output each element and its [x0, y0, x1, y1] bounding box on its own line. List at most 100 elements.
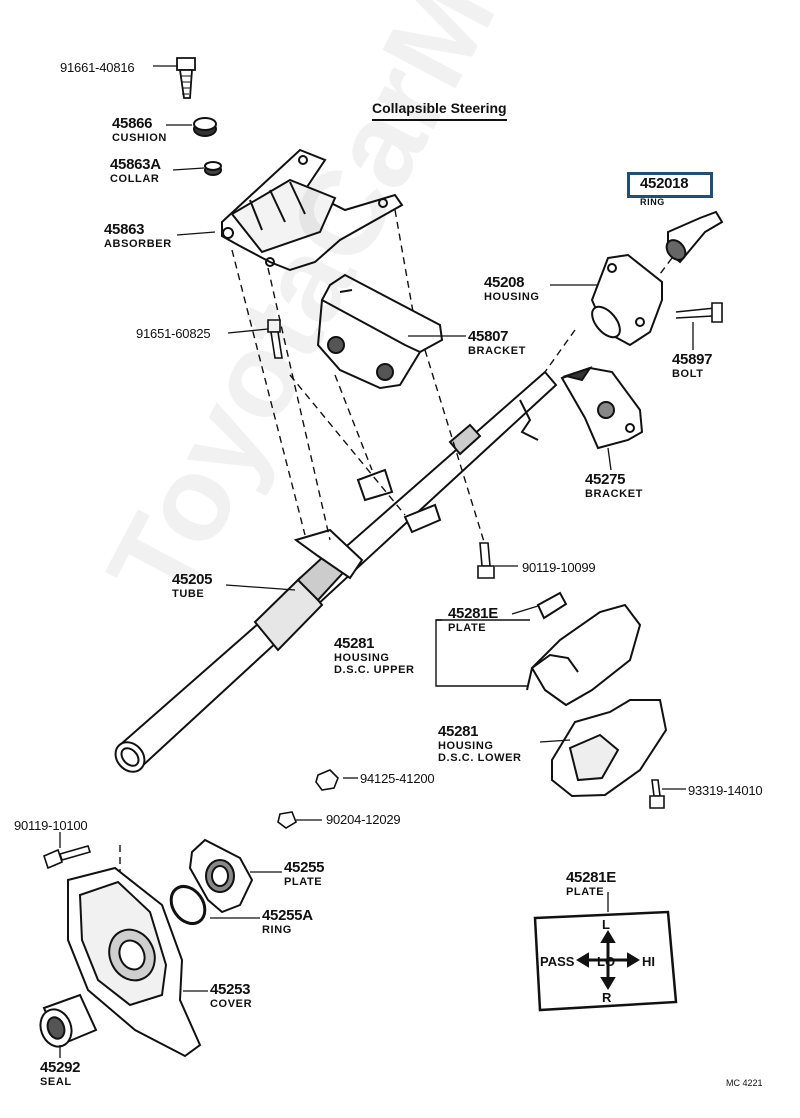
- part-number: 45866: [112, 115, 153, 132]
- plate-mark-center: LO: [597, 954, 616, 969]
- diagram-title: Collapsible Steering: [372, 100, 507, 121]
- part-number: 45253: [210, 981, 251, 998]
- part-name: ABSORBER: [104, 238, 172, 250]
- part-number: 45863: [104, 221, 145, 238]
- ring-45255a: [169, 884, 207, 926]
- part-label-91661-40816[interactable]: 91661-40816: [60, 60, 135, 76]
- plate-mark-left: PASS: [540, 954, 575, 969]
- highlighted-part-label[interactable]: 452018 RING: [640, 175, 689, 207]
- part-number: 90119-10100: [14, 818, 88, 833]
- tube-45205: [114, 370, 558, 773]
- part-name: PLATE: [448, 622, 487, 634]
- cushion-45866: [193, 117, 217, 137]
- part-name: PLATE: [284, 876, 323, 888]
- bolt-90119-10099: [477, 542, 495, 579]
- part-number: 45208: [484, 274, 525, 291]
- nut-90204-12029: [277, 811, 297, 829]
- nut-94125-41200: [315, 769, 339, 791]
- part-label-93319-14010[interactable]: 93319-14010: [688, 783, 763, 799]
- part-label-90204-12029[interactable]: 90204-12029: [326, 812, 401, 828]
- drawing-code: MC 4221: [726, 1078, 763, 1088]
- part-number: 45205: [172, 571, 213, 588]
- plate-mark-top: L: [602, 917, 610, 932]
- part-number: 45807: [468, 328, 509, 345]
- part-label-45255a[interactable]: 45255A RING: [262, 908, 313, 936]
- part-label-90119-10100[interactable]: 90119-10100: [14, 818, 88, 834]
- collar-45863a: [204, 161, 222, 176]
- part-name: BOLT: [672, 368, 704, 380]
- part-name: BRACKET: [468, 345, 526, 357]
- part-name: COVER: [210, 998, 253, 1010]
- part-name: TUBE: [172, 588, 205, 600]
- part-number: 91651-60825: [136, 326, 211, 341]
- bolt-91661-40816: [176, 57, 196, 99]
- part-name: CUSHION: [112, 132, 167, 144]
- part-label-45281e-upper[interactable]: 45281E PLATE: [448, 606, 498, 634]
- part-name: RING: [640, 197, 665, 207]
- housing-dsc-upper: [526, 603, 642, 707]
- bracket-45275: [560, 366, 644, 450]
- part-label-45292[interactable]: 45292 SEAL: [40, 1059, 81, 1088]
- part-label-45807[interactable]: 45807 BRACKET: [468, 329, 526, 357]
- housing-dsc-lower: [539, 699, 668, 798]
- part-number: 45281: [438, 723, 479, 740]
- plate-mark-right: HI: [642, 954, 655, 969]
- part-label-45863a[interactable]: 45863A COLLAR: [110, 157, 161, 185]
- plate-mark-bottom: R: [602, 990, 612, 1005]
- part-number: 94125-41200: [360, 771, 435, 786]
- bolt-90119-10100: [43, 845, 92, 870]
- part-name: PLATE: [566, 886, 605, 898]
- part-label-91651-60825[interactable]: 91651-60825: [136, 326, 211, 342]
- ring-452018: [665, 210, 724, 264]
- part-label-45281-lower[interactable]: 45281 HOUSING D.S.C. LOWER: [438, 724, 522, 764]
- part-number: 45255: [284, 859, 325, 876]
- cover-45253: [67, 866, 202, 1058]
- part-label-94125-41200[interactable]: 94125-41200: [360, 771, 435, 787]
- part-number: 45255A: [262, 907, 313, 924]
- part-number: 45281E: [448, 605, 498, 622]
- absorber-45863: [221, 148, 404, 272]
- part-label-45866[interactable]: 45866 CUSHION: [112, 116, 167, 144]
- seal-45292: [39, 993, 98, 1048]
- part-name: HOUSING: [484, 291, 540, 303]
- plate-45255: [188, 838, 254, 914]
- part-number: 45281: [334, 635, 375, 652]
- plate-45281e-large: [533, 910, 678, 1012]
- part-name: RING: [262, 924, 292, 936]
- part-number: 93319-14010: [688, 783, 763, 798]
- part-label-45275[interactable]: 45275 BRACKET: [585, 472, 643, 500]
- part-name: BRACKET: [585, 488, 643, 500]
- part-label-45205[interactable]: 45205 TUBE: [172, 571, 213, 600]
- part-label-90119-10099[interactable]: 90119-10099: [522, 560, 596, 576]
- plate-45281e-small: [536, 591, 568, 620]
- part-name: HOUSING: [438, 740, 494, 752]
- part-subname: D.S.C. UPPER: [334, 664, 415, 676]
- part-name: COLLAR: [110, 173, 160, 185]
- housing-45208: [590, 253, 663, 347]
- part-number: 90204-12029: [326, 812, 401, 827]
- bracket-45807: [316, 273, 444, 390]
- part-label-45208[interactable]: 45208 HOUSING: [484, 275, 540, 303]
- part-number: 45863A: [110, 156, 161, 173]
- part-label-45255[interactable]: 45255 PLATE: [284, 859, 325, 888]
- bolt-91651-60825: [267, 319, 283, 359]
- part-label-45897[interactable]: 45897 BOLT: [672, 351, 713, 380]
- part-number: 45292: [40, 1059, 81, 1076]
- part-label-45253[interactable]: 45253 COVER: [210, 982, 252, 1010]
- part-name: SEAL: [40, 1076, 72, 1088]
- part-number: 90119-10099: [522, 560, 596, 575]
- part-number: 45275: [585, 471, 626, 488]
- part-number: 452018: [640, 175, 689, 192]
- part-name: HOUSING: [334, 652, 390, 664]
- screw-93319-14010: [649, 779, 665, 809]
- part-label-45863[interactable]: 45863 ABSORBER: [104, 222, 172, 250]
- part-label-45281e-large[interactable]: 45281E PLATE: [566, 870, 616, 898]
- part-number: 91661-40816: [60, 60, 135, 75]
- part-number: 45897: [672, 351, 713, 368]
- part-label-45281-upper[interactable]: 45281 HOUSING D.S.C. UPPER: [334, 636, 415, 676]
- part-subname: D.S.C. LOWER: [438, 752, 522, 764]
- highlight-box: [627, 172, 713, 198]
- bolt-45897: [675, 302, 723, 323]
- part-number: 45281E: [566, 869, 616, 886]
